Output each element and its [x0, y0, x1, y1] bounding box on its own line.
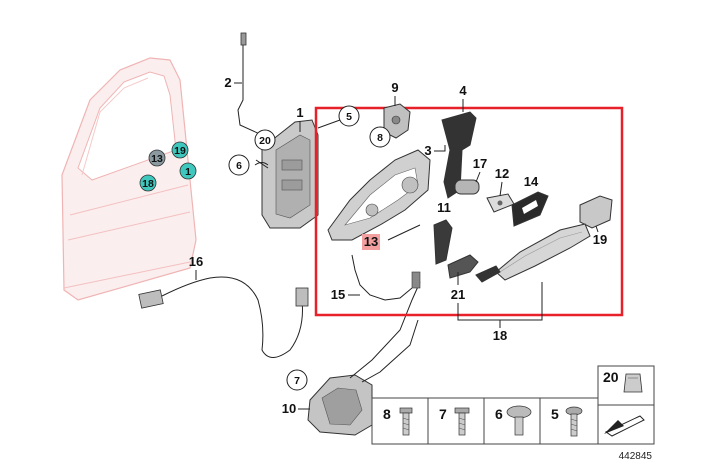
part-12-gasket — [486, 193, 515, 213]
label-2: 2 — [224, 75, 231, 90]
marker-13-label: 13 — [151, 153, 163, 165]
callout-8[interactable] — [369, 126, 391, 148]
part-2-rod — [237, 32, 279, 139]
part-6-clip — [255, 159, 269, 169]
callout-5[interactable] — [338, 105, 360, 127]
part-9-bracket — [383, 103, 411, 139]
table-cell-7: 7 — [439, 406, 447, 422]
screw-6-icon — [506, 405, 532, 436]
label-13: 13 — [364, 234, 378, 249]
part-19-cap — [579, 195, 613, 229]
marker-13[interactable] — [148, 149, 166, 167]
part-15-bowden — [351, 224, 421, 301]
label-16: 16 — [189, 254, 203, 269]
door-markers: 13 19 18 1 — [139, 141, 197, 192]
marker-19-label: 19 — [174, 145, 186, 157]
marker-18[interactable] — [139, 174, 157, 192]
label-11: 11 — [437, 200, 451, 215]
marker-1[interactable] — [179, 162, 197, 180]
label-12: 12 — [495, 166, 509, 181]
part-13-carrier — [327, 149, 431, 241]
label-8: 8 — [377, 132, 383, 144]
label-6: 6 — [236, 160, 242, 172]
clip-20-icon — [623, 373, 643, 393]
label-10: 10 — [282, 401, 296, 416]
marker-1-label: 1 — [185, 166, 191, 178]
screw-8-icon — [399, 407, 413, 436]
part-11-insert — [433, 219, 453, 265]
table-cell-6: 6 — [495, 406, 503, 422]
diagram-id: 442845 — [619, 451, 653, 462]
label-17: 17 — [473, 156, 487, 171]
label-19: 19 — [593, 232, 607, 247]
label-1: 1 — [296, 105, 303, 120]
label-5: 5 — [346, 111, 352, 123]
callout-7[interactable] — [286, 369, 308, 391]
label-20: 20 — [259, 135, 271, 147]
callout-6[interactable] — [228, 154, 250, 176]
label-9: 9 — [391, 80, 398, 95]
part-10-latch — [307, 281, 421, 436]
marker-18-label: 18 — [142, 178, 154, 190]
fastener-table: 8 7 6 5 20 — [371, 365, 655, 445]
label-7: 7 — [294, 375, 300, 387]
label-4: 4 — [459, 83, 467, 98]
part-16-cable — [138, 276, 309, 358]
part-18-handle — [495, 223, 591, 281]
door-illustration — [61, 57, 197, 301]
label-21: 21 — [451, 287, 465, 302]
screw-5-icon — [565, 406, 583, 437]
marker-19[interactable] — [171, 141, 189, 159]
label-18: 18 — [493, 328, 507, 343]
highlight-frame — [314, 106, 624, 317]
table-cell-8: 8 — [383, 406, 391, 422]
part-13-highlight[interactable] — [362, 234, 380, 250]
table-cell-20: 20 — [603, 369, 619, 385]
label-14: 14 — [524, 174, 539, 189]
label-15: 15 — [331, 287, 345, 302]
part-4-cover — [441, 111, 477, 199]
part-17-cylinder — [454, 179, 480, 195]
part-14-seal — [511, 191, 549, 227]
arrow-icon — [604, 415, 645, 437]
table-cell-5: 5 — [551, 406, 559, 422]
part-1-lock-module — [254, 119, 319, 229]
part-21-holder — [447, 254, 501, 283]
label-3: 3 — [424, 143, 431, 158]
screw-7-icon — [454, 407, 470, 436]
callout-20[interactable] — [254, 129, 276, 151]
